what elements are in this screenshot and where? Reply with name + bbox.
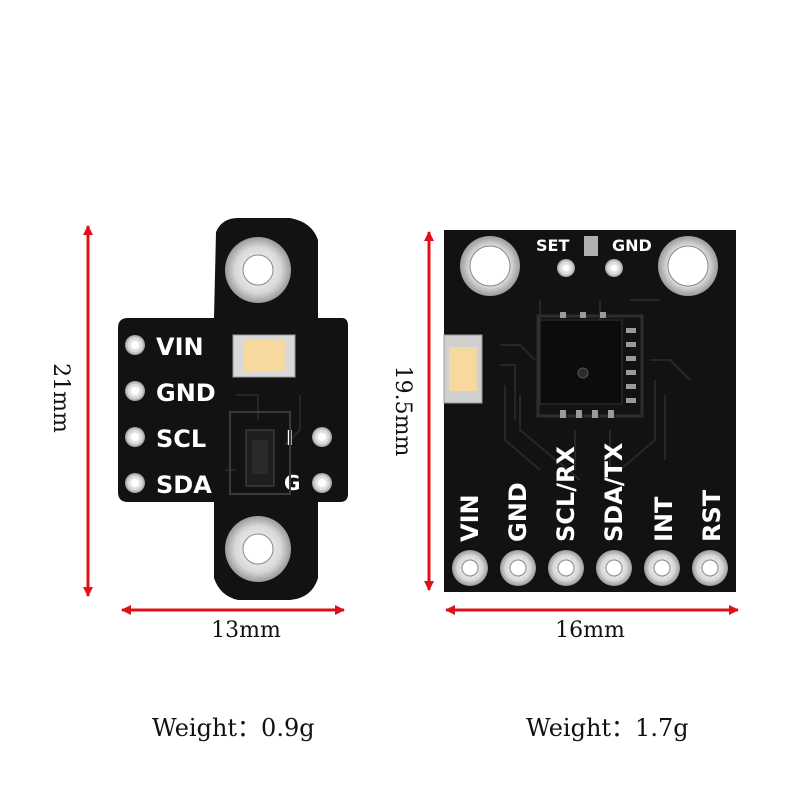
left-led [232,334,296,378]
right-pin-label-int: INT [650,496,678,542]
left-weight-label: Weight：0.9g [152,714,315,742]
right-sensor-chip [536,312,644,418]
right-set-label: SET [536,236,569,255]
right-pin-label-sda-tx: SDA/TX [600,442,628,542]
left-pin-label-gnd: GND [156,379,216,407]
right-pin-label-scl-rx: SCL/RX [552,446,580,542]
right-pin-label-vin: VIN [456,494,484,542]
right-gnd-top-label: GND [612,236,652,255]
right-top-left-mount-hole [460,236,520,296]
right-pin-label-rst: RST [698,489,726,542]
left-mark-g: G [284,471,300,495]
right-weight-label: Weight：1.7g [526,714,689,742]
left-sensor-chip [229,411,291,495]
left-top-mount-hole [225,237,291,303]
left-pin-pads [125,335,332,493]
right-jumper [584,236,598,256]
left-height-label: 21mm [48,363,73,433]
right-sensor-board: SET GND [443,230,736,592]
left-pin-label-vin: VIN [156,333,204,361]
left-width-label: 13mm [211,618,281,643]
left-pin-label-scl: SCL [156,425,206,453]
right-top-right-mount-hole [658,236,718,296]
right-height-label: 19.5mm [390,366,415,457]
left-pin-label-sda: SDA [156,471,212,499]
right-width-label: 16mm [555,618,625,643]
left-bottom-mount-hole [225,516,291,582]
left-board-outline [118,218,348,600]
right-pin-label-gnd: GND [504,482,532,542]
right-led [443,334,483,404]
left-sensor-board: VIN GND SCL SDA I G [118,218,348,600]
right-pin-pads [452,550,728,586]
right-board-traces [500,299,691,481]
